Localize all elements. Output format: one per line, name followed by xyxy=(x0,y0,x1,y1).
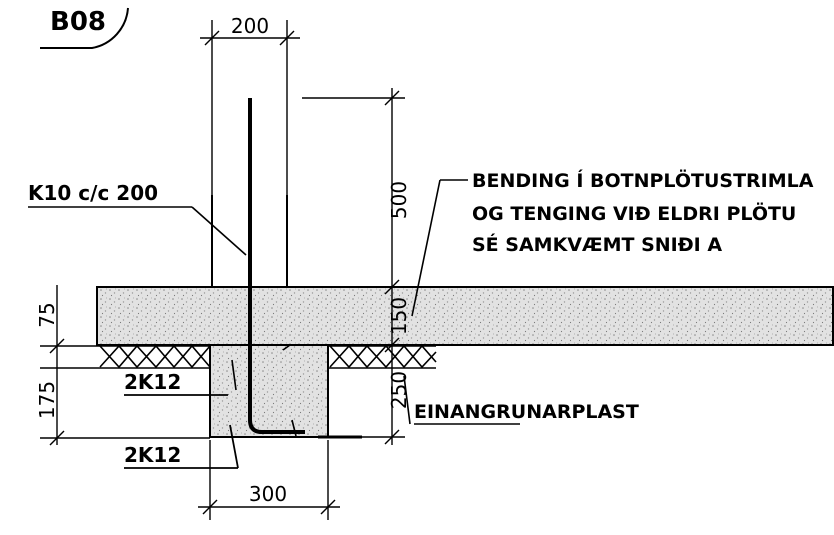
dim-slab-thickness-text: 150 xyxy=(387,297,411,335)
dim-left-upper-text: 75 xyxy=(35,302,59,327)
rebar-spacing-leader xyxy=(28,206,247,256)
insulation-right xyxy=(328,344,437,369)
insulation-label: EINANGRUNARPLAST xyxy=(414,401,639,423)
rebar-spacing-label: K10 c/c 200 xyxy=(28,181,158,205)
rebar-l-bar xyxy=(248,98,305,434)
top-bars-label: 2K12 xyxy=(124,370,181,394)
detail-tag: B08 xyxy=(40,7,129,49)
bottom-bars-label: 2K12 xyxy=(124,443,181,467)
dim-right-chain xyxy=(302,88,405,445)
concrete-slab xyxy=(96,286,834,346)
insulation-leader xyxy=(403,375,520,425)
note-line-3: SÉ SAMKVÆMT SNIÐI A xyxy=(472,233,722,256)
dim-beam-width xyxy=(198,440,340,520)
dim-wall-width xyxy=(200,20,300,195)
bottom-bars-leader xyxy=(124,424,239,469)
wall-outline xyxy=(211,195,288,287)
rebar-ticks xyxy=(231,344,297,437)
note-leader xyxy=(411,179,468,317)
dim-wall-width-text: 200 xyxy=(231,14,269,38)
note-line-1: BENDING Í BOTNPLÖTUSTRIMLA xyxy=(472,168,814,192)
dim-beam-width-text: 300 xyxy=(249,482,287,506)
detail-tag-text: B08 xyxy=(50,7,106,37)
insulation-left xyxy=(97,344,211,369)
note-line-2: OG TENGING VIÐ ELDRI PLÖTU xyxy=(472,201,796,225)
dim-bar-projection-text: 500 xyxy=(387,181,411,219)
dim-left-lower-text: 175 xyxy=(35,381,59,419)
dim-left-chain xyxy=(40,285,210,446)
concrete-beam xyxy=(209,344,329,438)
